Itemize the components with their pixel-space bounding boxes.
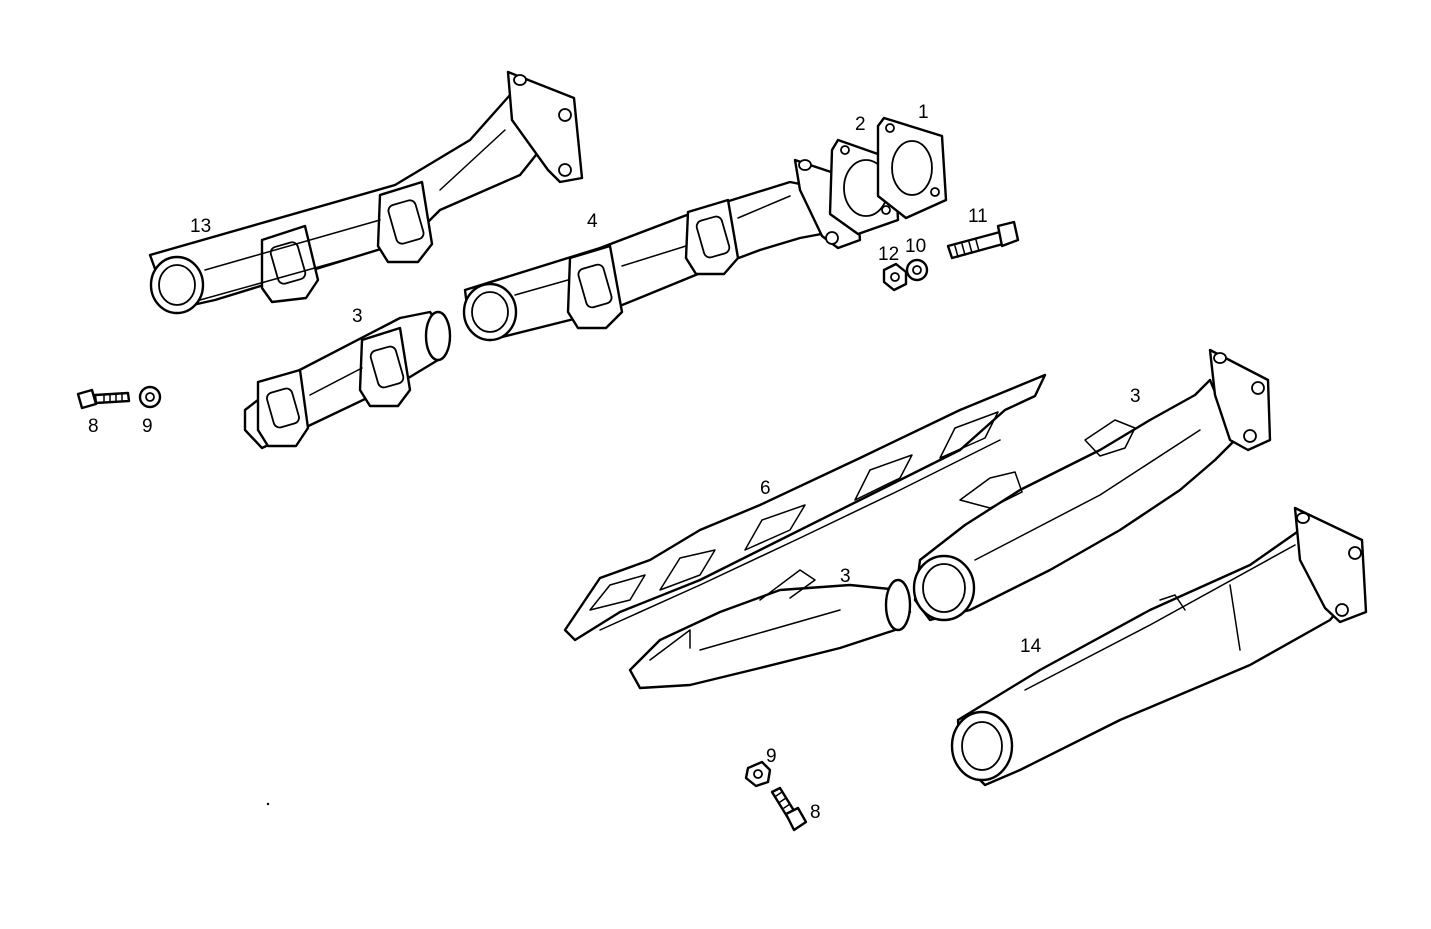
callout-4: 4 [587, 211, 598, 232]
flange-part-1 [876, 116, 948, 220]
callout-8-left: 8 [88, 416, 99, 437]
stud-part-8-left [76, 388, 131, 410]
callout-13: 13 [190, 216, 211, 237]
callout-10: 10 [905, 236, 926, 257]
callout-6: 6 [760, 478, 771, 499]
nut-part-12 [882, 262, 908, 292]
callout-12: 12 [878, 244, 899, 265]
stray-dot [266, 802, 270, 806]
manifold-part-14 [950, 506, 1368, 787]
manifold-part-3-lower [628, 569, 912, 690]
callout-3-upper: 3 [352, 306, 363, 327]
stud-part-8-bottom [770, 786, 808, 832]
nut-part-9-left [138, 385, 162, 409]
callout-9-left: 9 [142, 416, 153, 437]
callout-11: 11 [968, 206, 988, 227]
callout-5: 3 [1130, 386, 1141, 407]
callout-2: 2 [855, 114, 866, 135]
manifold-part-3-upper [243, 310, 452, 450]
manifold-part-13 [148, 70, 584, 315]
screw-part-11 [946, 220, 1020, 260]
callout-8-bottom: 8 [810, 802, 821, 823]
callout-3-lower: 3 [840, 566, 851, 587]
callout-1: 1 [918, 102, 929, 123]
callout-14: 14 [1020, 636, 1042, 657]
callout-9-bottom: 9 [766, 746, 777, 767]
manifold-part-5 [912, 348, 1272, 622]
manifold-part-4 [462, 158, 862, 342]
manifold-gasket-part-6 [563, 373, 1047, 642]
washer-part-10 [905, 258, 929, 282]
nut-part-9-bottom [744, 760, 772, 788]
